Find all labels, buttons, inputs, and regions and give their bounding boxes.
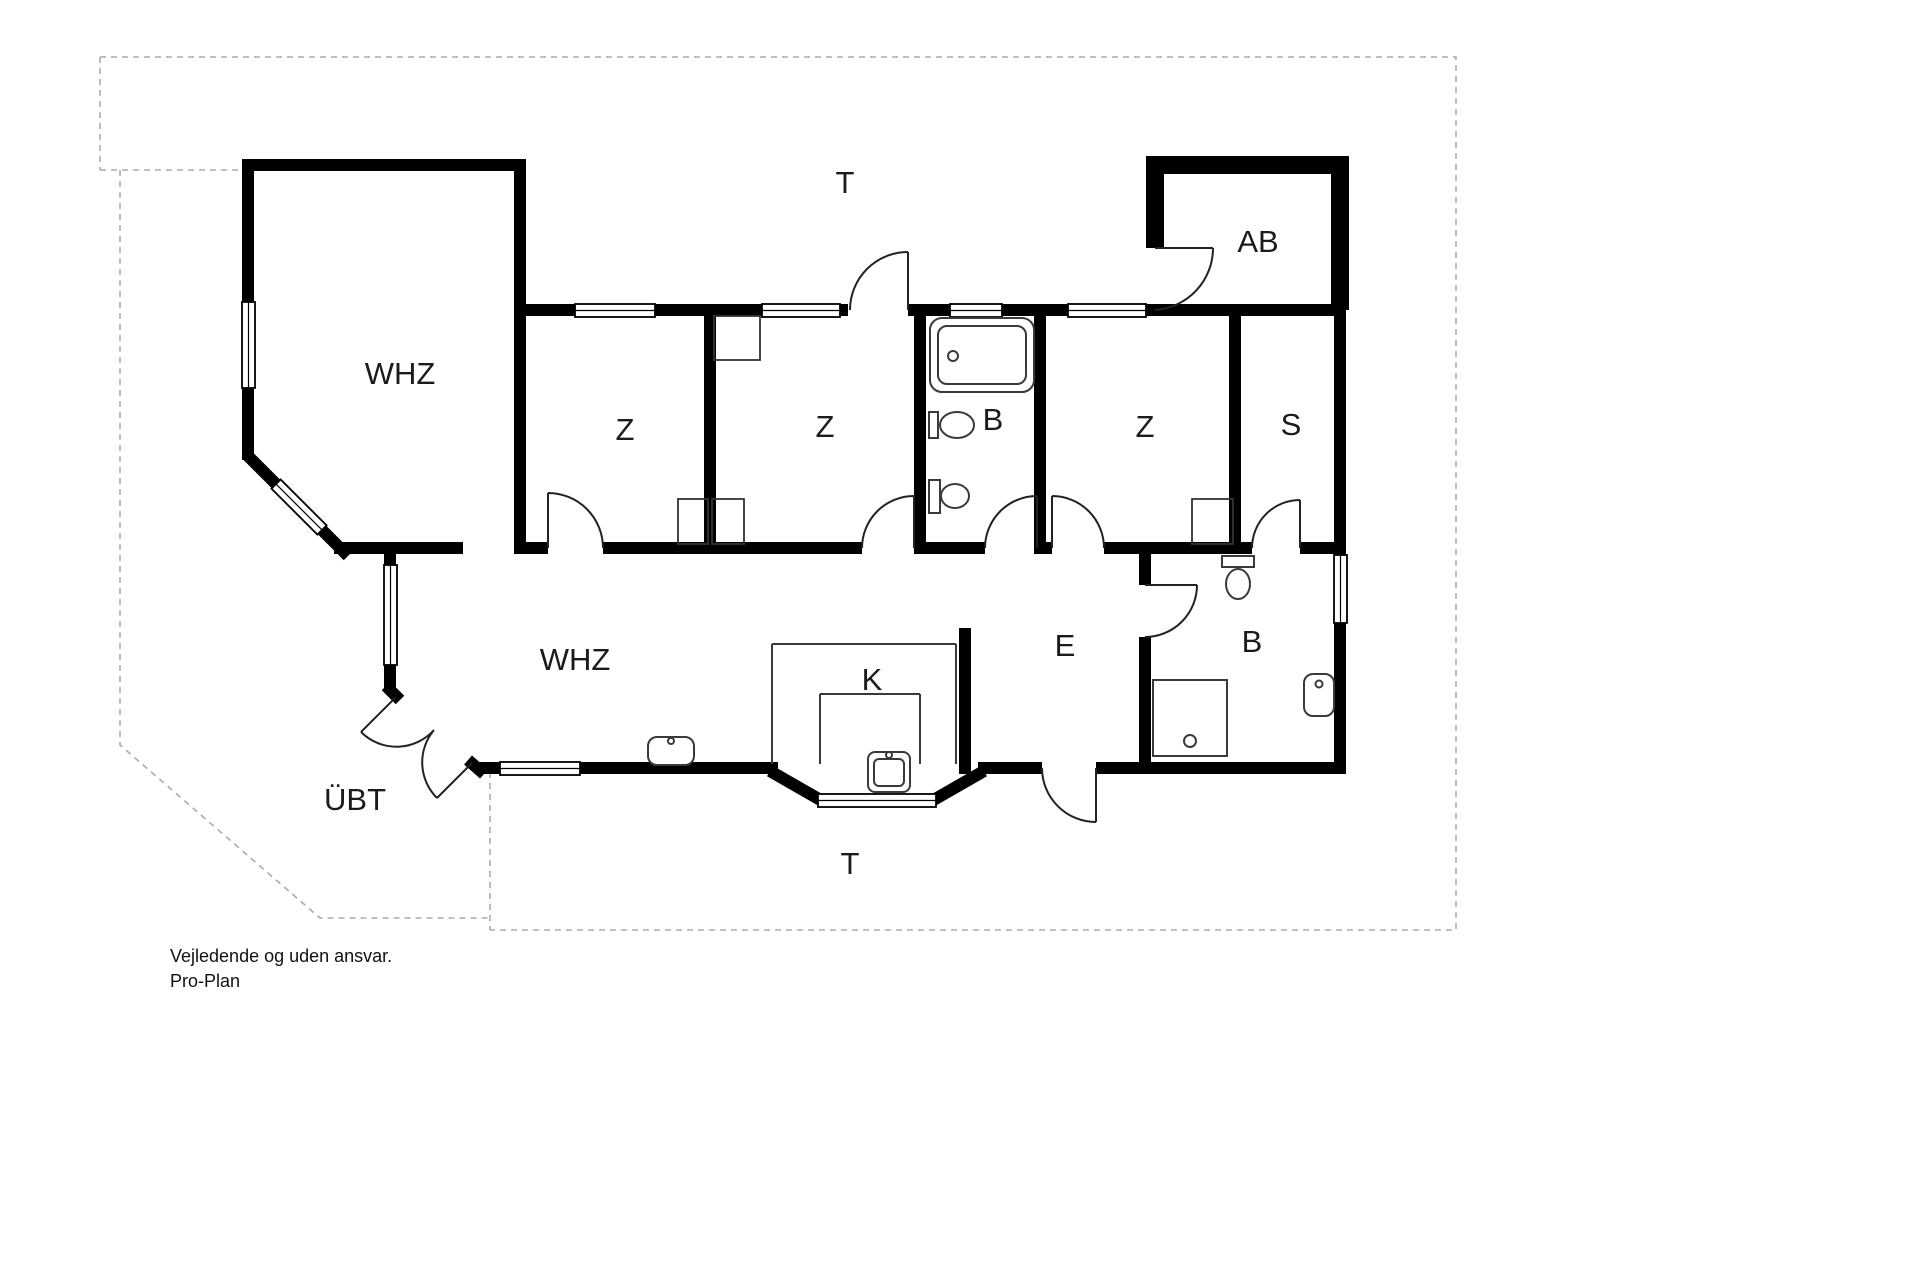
closets bbox=[677, 315, 1234, 545]
fixtures bbox=[647, 315, 1335, 793]
footer-disclaimer: Vejledende og uden ansvar. bbox=[170, 946, 392, 966]
doors bbox=[360, 247, 1301, 823]
room-label-annex: AB bbox=[1237, 224, 1278, 259]
interior-walls bbox=[514, 304, 1346, 774]
living-sink-icon bbox=[647, 736, 695, 766]
window-bedroom-3 bbox=[1067, 303, 1147, 318]
room-label-bedroom-3: Z bbox=[1136, 409, 1155, 444]
door-arc-sauna bbox=[1251, 499, 1301, 549]
sink-lower-icon bbox=[1303, 673, 1335, 717]
closet bbox=[711, 498, 745, 545]
door-arc-bedroom-2 bbox=[861, 495, 915, 549]
kitchen-sink-icon bbox=[867, 751, 911, 793]
door-arc-terrace-top bbox=[849, 251, 909, 311]
sink-upper-icon bbox=[928, 411, 975, 439]
room-label-terrace-top: T bbox=[836, 165, 855, 200]
window-living-lower-left bbox=[383, 564, 398, 666]
toilet-lower-icon bbox=[1221, 555, 1255, 600]
window-bedroom-2 bbox=[761, 303, 841, 318]
door-arc-bedroom-3 bbox=[1051, 495, 1105, 549]
toilet-upper-icon bbox=[928, 479, 970, 514]
room-label-living-lower: WHZ bbox=[540, 642, 611, 677]
closet bbox=[677, 498, 709, 545]
window-bathroom-upper bbox=[949, 303, 1003, 318]
windows bbox=[241, 301, 1348, 808]
closet bbox=[1191, 498, 1234, 545]
shower-icon bbox=[1152, 679, 1228, 757]
room-label-bedroom-1: Z bbox=[616, 412, 635, 447]
door-arc-french-doors bbox=[360, 696, 473, 799]
room-label-living-upper: WHZ bbox=[365, 356, 436, 391]
door-arc-annex bbox=[1154, 247, 1215, 311]
room-label-bathroom-upper: B bbox=[983, 402, 1004, 437]
window-bath-lower-right bbox=[1333, 554, 1348, 624]
plot-boundary bbox=[99, 56, 1457, 931]
closet bbox=[713, 315, 761, 361]
room-label-bathroom-lower: B bbox=[1242, 624, 1263, 659]
window-living-diagonal bbox=[270, 478, 328, 536]
annex-walls bbox=[1146, 156, 1349, 310]
door-arc-bathroom-lower bbox=[1144, 584, 1198, 638]
room-label-terrace-bottom: T bbox=[841, 846, 860, 881]
room-label-bedroom-2: Z bbox=[816, 409, 835, 444]
room-labels: T AB WHZ Z Z B Z S WHZ K E B ÜBT T bbox=[324, 165, 1301, 881]
door-arc-entrance bbox=[1041, 767, 1097, 823]
door-arc-bathroom-upper bbox=[984, 495, 1038, 549]
door-arc-bedroom-1 bbox=[547, 492, 604, 549]
window-midline bbox=[275, 483, 323, 531]
kitchen-counter bbox=[771, 643, 957, 764]
window-living-lower-bottom bbox=[499, 761, 581, 776]
bathtub-icon bbox=[929, 317, 1035, 393]
room-label-entrance: E bbox=[1055, 628, 1076, 663]
window-kitchen-bay bbox=[817, 793, 937, 808]
window-living-left bbox=[241, 301, 256, 389]
room-label-kitchen: K bbox=[862, 662, 883, 697]
footer: Vejledende og uden ansvar. Pro-Plan bbox=[170, 946, 392, 991]
window-bedroom-1 bbox=[574, 303, 656, 318]
footer-brand: Pro-Plan bbox=[170, 971, 240, 991]
room-label-covered-terrace: ÜBT bbox=[324, 782, 386, 817]
room-label-sauna: S bbox=[1281, 407, 1302, 442]
